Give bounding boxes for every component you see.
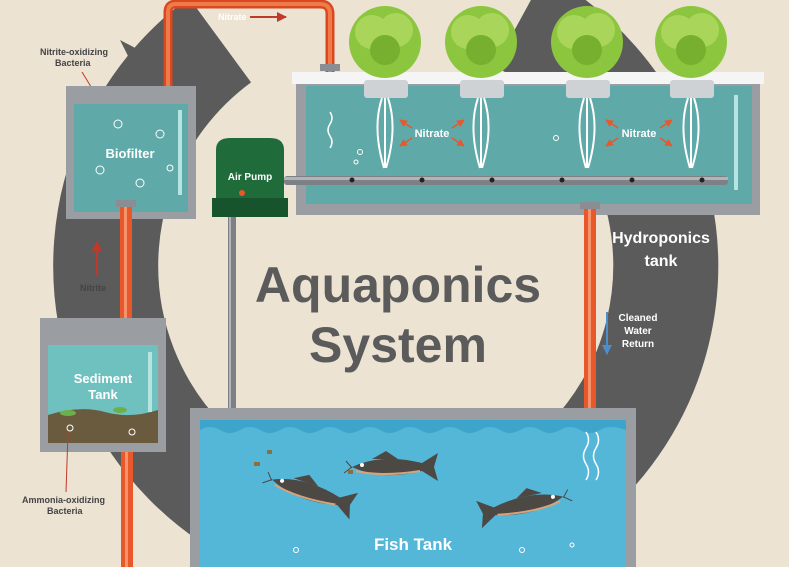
nitrite-label: Nitrite [80,283,106,293]
nitrite-bacteria-label-line1: Nitrite-oxidizing [40,47,108,57]
lettuce-icon [445,6,517,169]
cleaned-water-label-line2: Water [624,326,652,337]
return-pipe [580,202,600,428]
fish-tank [190,408,636,567]
air-pump-icon [212,138,288,217]
sediment-label-line1: Sediment [74,371,133,386]
ammonia-bacteria-label-line1: Ammonia-oxidizing [22,495,105,505]
air-line [284,176,728,185]
nitrite-bacteria-label-line2: Bacteria [55,58,92,68]
diagram-title-line1: Aquaponics [255,257,541,313]
ammonia-bacteria-pointer [65,431,69,493]
fish-icon [262,471,359,520]
fish-tank-label: Fish Tank [374,535,453,554]
diagram-title-line2: System [309,317,487,373]
nitrate-pipe [163,0,340,110]
cleaned-water-label-line1: Cleaned [619,313,658,324]
lettuce-icon [349,6,421,169]
ammonia-bacteria-label-line2: Bacteria [47,506,84,516]
hydroponics-label-line2: tank [645,253,678,270]
lettuce-row [349,6,727,169]
fish-icon [343,451,438,481]
nitrate-left-label: Nitrate [415,128,450,140]
biofilter-label: Biofilter [105,146,154,161]
sediment-label-line2: Tank [88,387,118,402]
sediment-tank [40,318,166,452]
cleaned-water-label-line3: Return [622,339,654,350]
nitrate-top-label: Nitrate [218,12,247,22]
nitrate-flow-arrows [399,119,673,147]
fish-icon [476,488,573,529]
nitrate-right-label: Nitrate [622,128,657,140]
lettuce-icon [551,6,623,169]
biofilter-tank [66,86,196,219]
lettuce-icon [655,6,727,169]
air-pump-label: Air Pump [228,172,272,183]
hydroponics-label-line1: Hydroponics [612,230,710,247]
